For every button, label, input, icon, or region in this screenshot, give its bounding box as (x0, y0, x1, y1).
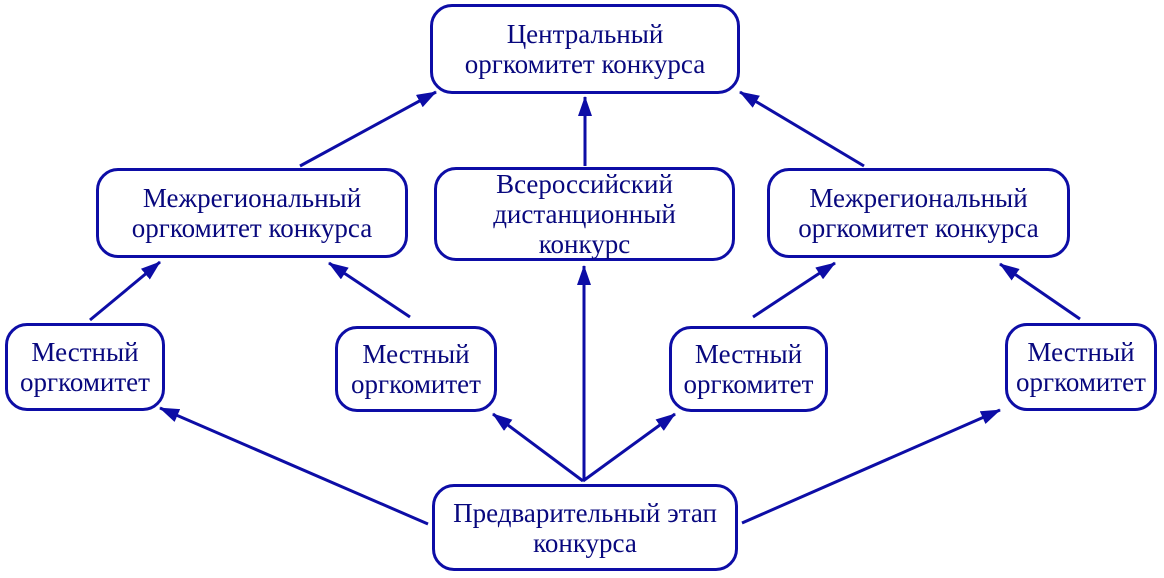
arrow-prelim-to-local3 (582, 412, 676, 483)
node-label-line: оргкомитет (683, 369, 814, 399)
node-label-line: дистанционный (493, 199, 676, 229)
node-label-line: Местный (31, 337, 139, 367)
arrow-local1-to-irleft (89, 260, 161, 322)
node-label-line: оргкомитет (1016, 367, 1146, 397)
arrow-local2-to-irleft (328, 261, 411, 319)
node-preliminary-stage: Предварительный этап конкурса (432, 484, 738, 571)
node-label-line: Местный (1027, 337, 1135, 367)
node-label-line: Межрегиональный (809, 183, 1028, 213)
node-central-orgcommittee: Центральный оргкомитет конкурса (430, 4, 740, 94)
node-label-line: Местный (694, 339, 803, 369)
node-label-line: оргкомитет (20, 367, 150, 397)
node-local-orgcommittee-3: Местный оргкомитет (669, 326, 828, 412)
arrow-prelim-to-local4 (741, 408, 1001, 525)
node-local-orgcommittee-2: Местный оргкомитет (335, 326, 497, 412)
node-label-line: Всероссийский (496, 169, 673, 199)
node-label-line: Центральный (506, 19, 664, 49)
node-label-line: Предварительный этап (453, 497, 717, 528)
node-label-line: Межрегиональный (142, 183, 362, 213)
arrow-local4-to-irright (999, 262, 1081, 321)
node-local-orgcommittee-1: Местный оргкомитет (5, 323, 165, 411)
node-label-line: Местный (362, 339, 470, 369)
node-local-orgcommittee-4: Местный оргкомитет (1005, 323, 1157, 411)
arrow-irleft-to-central (299, 90, 437, 168)
arrow-irright-to-central (739, 90, 865, 168)
arrow-prelim-to-local2 (492, 412, 584, 483)
node-label-line: оргкомитет конкурса (464, 49, 706, 79)
node-label-line: оргкомитет (351, 369, 481, 399)
node-label-line: оргкомитет конкурса (131, 213, 373, 243)
arrow-local3-to-irright (752, 261, 836, 319)
node-label-line: оргкомитет конкурса (798, 213, 1039, 243)
node-allrussian-distance-contest: Всероссийский дистанционный конкурс (434, 167, 735, 261)
arrow-prelim-to-local1 (159, 406, 429, 526)
node-label-line: конкурс (538, 229, 631, 259)
node-interregional-right: Межрегиональный оргкомитет конкурса (767, 168, 1070, 258)
node-interregional-left: Межрегиональный оргкомитет конкурса (96, 168, 408, 258)
node-label-line: конкурса (533, 527, 637, 558)
